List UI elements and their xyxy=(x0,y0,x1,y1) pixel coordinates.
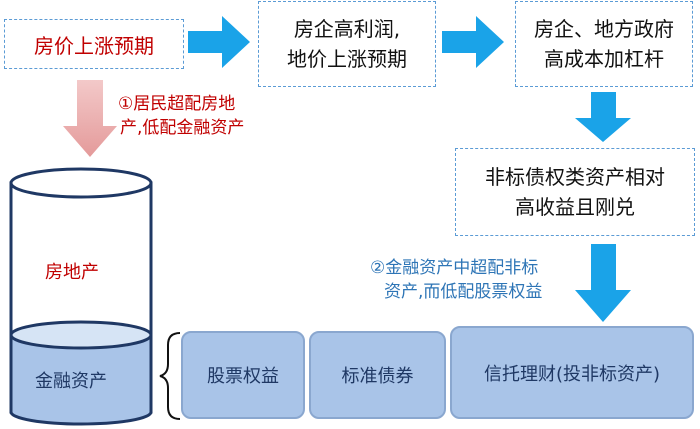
note-1-line1: ①居民超配房地 xyxy=(118,94,236,114)
note-2-line1: ②金融资产中超配非标 xyxy=(370,258,539,278)
asset-equity: 股票权益 xyxy=(181,331,305,419)
note-1: ①居民超配房地 产,低配金融资产 xyxy=(118,92,244,140)
cylinder-mid-ring xyxy=(9,320,153,350)
cylinder-top-label: 房地产 xyxy=(45,262,99,283)
asset-trust: 信托理财(投非标资产) xyxy=(450,326,694,419)
box-profit: 房企高利润, 地价上涨预期 xyxy=(258,1,436,87)
note-2: ②金融资产中超配非标 资产,而低配股票权益 xyxy=(370,256,542,304)
cylinder-body-top xyxy=(9,181,153,337)
arrow-leverage-to-nonstd xyxy=(575,92,631,142)
box-profit-line1: 房企高利润, xyxy=(293,17,401,41)
box-profit-line2: 地价上涨预期 xyxy=(287,47,407,71)
box-expect: 房价上涨预期 xyxy=(4,19,184,69)
box-nonstd-line2: 高收益且刚兑 xyxy=(515,195,635,219)
arrow-profit-to-leverage xyxy=(442,16,504,68)
brace xyxy=(159,332,181,420)
arrow-expect-to-cylinder xyxy=(63,80,117,157)
box-nonstd-line1: 非标债权类资产相对 xyxy=(485,165,665,189)
box-leverage-line1: 房企、地方政府 xyxy=(534,17,674,41)
arrow-nonstd-to-trust xyxy=(575,244,631,322)
asset-equity-label: 股票权益 xyxy=(207,366,279,387)
cylinder-top xyxy=(9,167,153,199)
note-2-line2: 资产,而低配股票权益 xyxy=(384,282,543,302)
box-expect-label: 房价上涨预期 xyxy=(34,33,154,58)
asset-bonds-label: 标准债券 xyxy=(341,366,414,387)
asset-bonds: 标准债券 xyxy=(309,331,446,419)
cylinder-bottom-label: 金融资产 xyxy=(35,371,107,392)
asset-trust-label: 信托理财(投非标资产) xyxy=(483,363,661,385)
box-leverage-line2: 高成本加杠杆 xyxy=(544,47,664,71)
box-leverage: 房企、地方政府 高成本加杠杆 xyxy=(515,1,693,87)
note-1-line2: 产,低配金融资产 xyxy=(120,118,245,138)
arrow-expect-to-profit xyxy=(188,16,250,68)
box-nonstd: 非标债权类资产相对 高收益且刚兑 xyxy=(455,148,695,236)
